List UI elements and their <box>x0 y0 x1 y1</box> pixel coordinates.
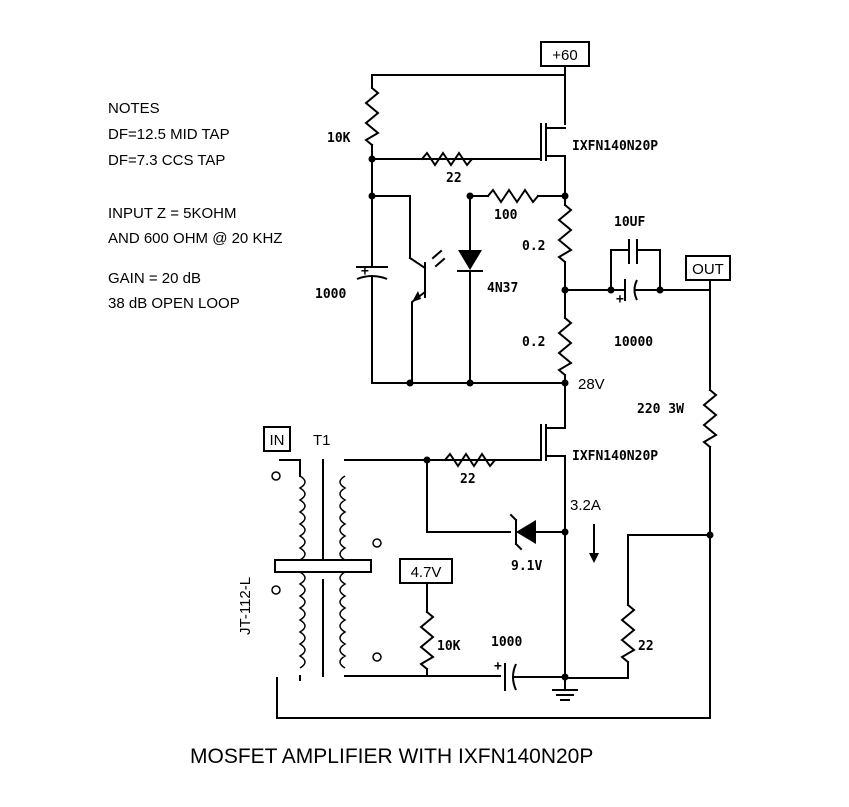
junction-dot <box>656 286 664 294</box>
resistor-10k-top <box>364 86 380 147</box>
label-10uf: 10UF <box>614 215 645 230</box>
in-terminal: IN <box>263 426 291 452</box>
mosfet-top <box>371 123 566 188</box>
notes-heading: NOTES <box>108 100 160 117</box>
resistor-100 <box>486 188 540 204</box>
resistor-0-2-lower <box>557 316 573 377</box>
bias-label: 4.7V <box>411 564 442 581</box>
label-10000: 10000 <box>614 335 653 350</box>
label-current: 3.2A <box>570 497 601 514</box>
led-4n37 <box>457 195 483 384</box>
plus-sign: + <box>616 292 624 307</box>
label-0-2-lower: 0.2 <box>522 335 545 350</box>
notes-line-df-mid: DF=12.5 MID TAP <box>108 126 230 143</box>
label-220-3w: 220 3W <box>637 402 684 417</box>
out-terminal: OUT <box>685 255 731 281</box>
junction-dot <box>368 192 376 200</box>
capacitor-1000-bottom <box>504 663 566 691</box>
out-label: OUT <box>692 261 724 278</box>
plus-sign: + <box>494 659 502 674</box>
supply-terminal: +60 <box>540 41 590 67</box>
capacitor-1000-left <box>356 266 388 384</box>
notes-line-df-ccs: DF=7.3 CCS TAP <box>108 152 225 169</box>
transformer-t1 <box>271 459 428 681</box>
diagram-title: MOSFET AMPLIFIER WITH IXFN140N20P <box>190 745 593 768</box>
label-zener: 9.1V <box>511 559 542 574</box>
resistor-0-2-upper <box>557 203 573 264</box>
resistor-22-gate-bottom <box>443 452 497 468</box>
capacitor-10000 <box>624 279 711 301</box>
junction-dot <box>561 528 569 536</box>
label-transformer-part: JT-112-L <box>237 577 254 635</box>
junction-dot <box>607 286 615 294</box>
notes-block: NOTES DF=12.5 MID TAP DF=7.3 CCS TAP INP… <box>108 100 282 312</box>
label-28v: 28V <box>578 376 605 393</box>
label-22-gate-top: 22 <box>446 171 462 186</box>
label-mosfet-top: IXFN140N20P <box>572 139 658 154</box>
notes-line-gain: GAIN = 20 dB <box>108 270 201 287</box>
optocoupler-transistor <box>368 192 446 384</box>
zener-diode <box>509 513 566 551</box>
label-1000-left: 1000 <box>315 287 346 302</box>
resistor-10k-bias <box>419 610 435 671</box>
resistor-22-gate-top <box>420 151 474 167</box>
label-t1: T1 <box>313 432 331 449</box>
label-10k-top: 10K <box>327 131 351 146</box>
current-arrow-icon <box>589 524 599 563</box>
ground-icon <box>552 676 578 701</box>
supply-label: +60 <box>552 47 577 64</box>
label-4n37: 4N37 <box>487 281 518 296</box>
label-100: 100 <box>494 208 518 223</box>
bias-terminal: 4.7V <box>399 558 453 584</box>
resistor-22-feedback <box>620 603 636 664</box>
in-label: IN <box>270 432 285 449</box>
label-10k-bias: 10K <box>437 639 461 654</box>
notes-line-600-ohm: AND 600 OHM @ 20 KHZ <box>108 230 282 247</box>
supply-rail <box>371 65 566 89</box>
label-mosfet-bottom: IXFN140N20P <box>572 449 658 464</box>
notes-line-input-z: INPUT Z = 5KOHM <box>108 205 237 222</box>
plus-sign: + <box>361 264 369 279</box>
notes-line-open-loop: 38 dB OPEN LOOP <box>108 295 240 312</box>
resistor-220-3w <box>702 388 718 449</box>
label-22-gate-bottom: 22 <box>460 472 476 487</box>
label-0-2-upper: 0.2 <box>522 239 545 254</box>
capacitor-10uf <box>610 239 661 291</box>
label-1000-bottom: 1000 <box>491 635 522 650</box>
label-22-feedback: 22 <box>638 639 654 654</box>
